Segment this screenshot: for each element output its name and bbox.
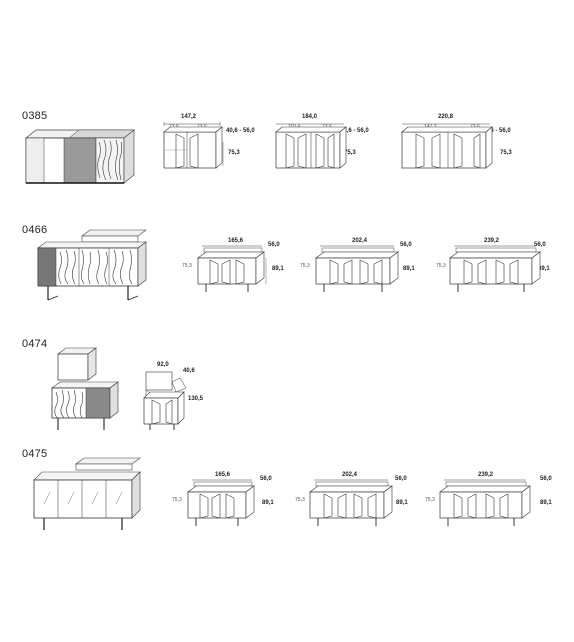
- dim-lh-0466-3: 75,3: [436, 263, 446, 269]
- drawing-0466-2: [315, 245, 399, 292]
- dim-lh-0466-2: 75,3: [300, 263, 310, 269]
- dim-height-0466-2: 89,1: [403, 266, 415, 272]
- dim-lh-0466-1: 75,3: [182, 263, 192, 269]
- code-0474: 0474: [22, 338, 48, 350]
- drawing-0475-1: [187, 479, 255, 526]
- cabinet-0474-render: [51, 347, 119, 430]
- dim-height-0475-3: 89,1: [540, 500, 552, 506]
- dim-height-0385-3: 75,3: [500, 150, 512, 156]
- dim-depth-0474: 40,6: [183, 368, 195, 374]
- drawing-0475-3: [439, 479, 531, 526]
- sideboard-0466-render: [37, 229, 147, 301]
- dim-width-0466-1: 165,6: [228, 238, 244, 244]
- drawing-0466-3: [449, 245, 541, 292]
- dim-width-0385-3: 220,8: [438, 114, 454, 120]
- drawing-0475-2: [309, 479, 393, 526]
- dim-lh-0475-3: 75,3: [425, 497, 435, 503]
- dim-height-0474: 130,5: [188, 396, 204, 402]
- code-0466: 0466: [22, 224, 48, 236]
- dim-depth-0385-1: 40,6 - 56,0: [226, 128, 255, 134]
- dim-depth-0466-3: 56,0: [534, 242, 546, 248]
- dim-depth-0475-3: 56,0: [540, 476, 552, 482]
- dim-depth-0385-2: 40,6 - 56,0: [340, 128, 369, 134]
- drawing-0385-2: [275, 123, 347, 169]
- dim-width-0475-1: 165,6: [215, 472, 231, 478]
- dim-depth-0466-2: 56,0: [400, 242, 412, 248]
- dim-height-0475-1: 89,1: [262, 500, 274, 506]
- dim-width-0466-2: 202,4: [352, 238, 368, 244]
- dim-width-0475-3: 239,2: [478, 472, 494, 478]
- dim-depth-0385-3: 40,6 - 56,0: [482, 128, 511, 134]
- drawing-0466-1: [197, 245, 267, 292]
- sideboard-0385-render: [25, 129, 135, 184]
- dim-lh-0475-1: 75,3: [172, 497, 182, 503]
- drawing-0385-3: [401, 123, 493, 169]
- dim-height-0385-1: 75,3: [228, 150, 240, 156]
- dim-height-0466-3: 89,1: [538, 266, 550, 272]
- dim-depth-0475-2: 56,0: [395, 476, 407, 482]
- drawing-0385-1: [163, 122, 224, 169]
- drawing-0474: [143, 371, 187, 430]
- dim-lh-0475-2: 75,3: [295, 497, 305, 503]
- dim-width-0466-3: 239,2: [484, 238, 500, 244]
- dim-width-0474: 92,0: [157, 362, 169, 368]
- dim-depth-0475-1: 56,0: [260, 476, 272, 482]
- dim-height-0475-2: 89,1: [396, 500, 408, 506]
- dim-width-0385-2: 184,0: [302, 114, 318, 120]
- dim-depth-0466-1: 56,0: [268, 242, 280, 248]
- dim-width-0475-2: 202,4: [342, 472, 358, 478]
- dim-width-0385-1: 147,2: [181, 114, 197, 120]
- code-0385: 0385: [22, 110, 48, 122]
- sideboard-0475-render: [33, 457, 141, 530]
- dim-height-0385-2: 75,3: [344, 150, 356, 156]
- code-0475: 0475: [22, 448, 48, 460]
- dim-height-0466-1: 89,1: [272, 266, 284, 272]
